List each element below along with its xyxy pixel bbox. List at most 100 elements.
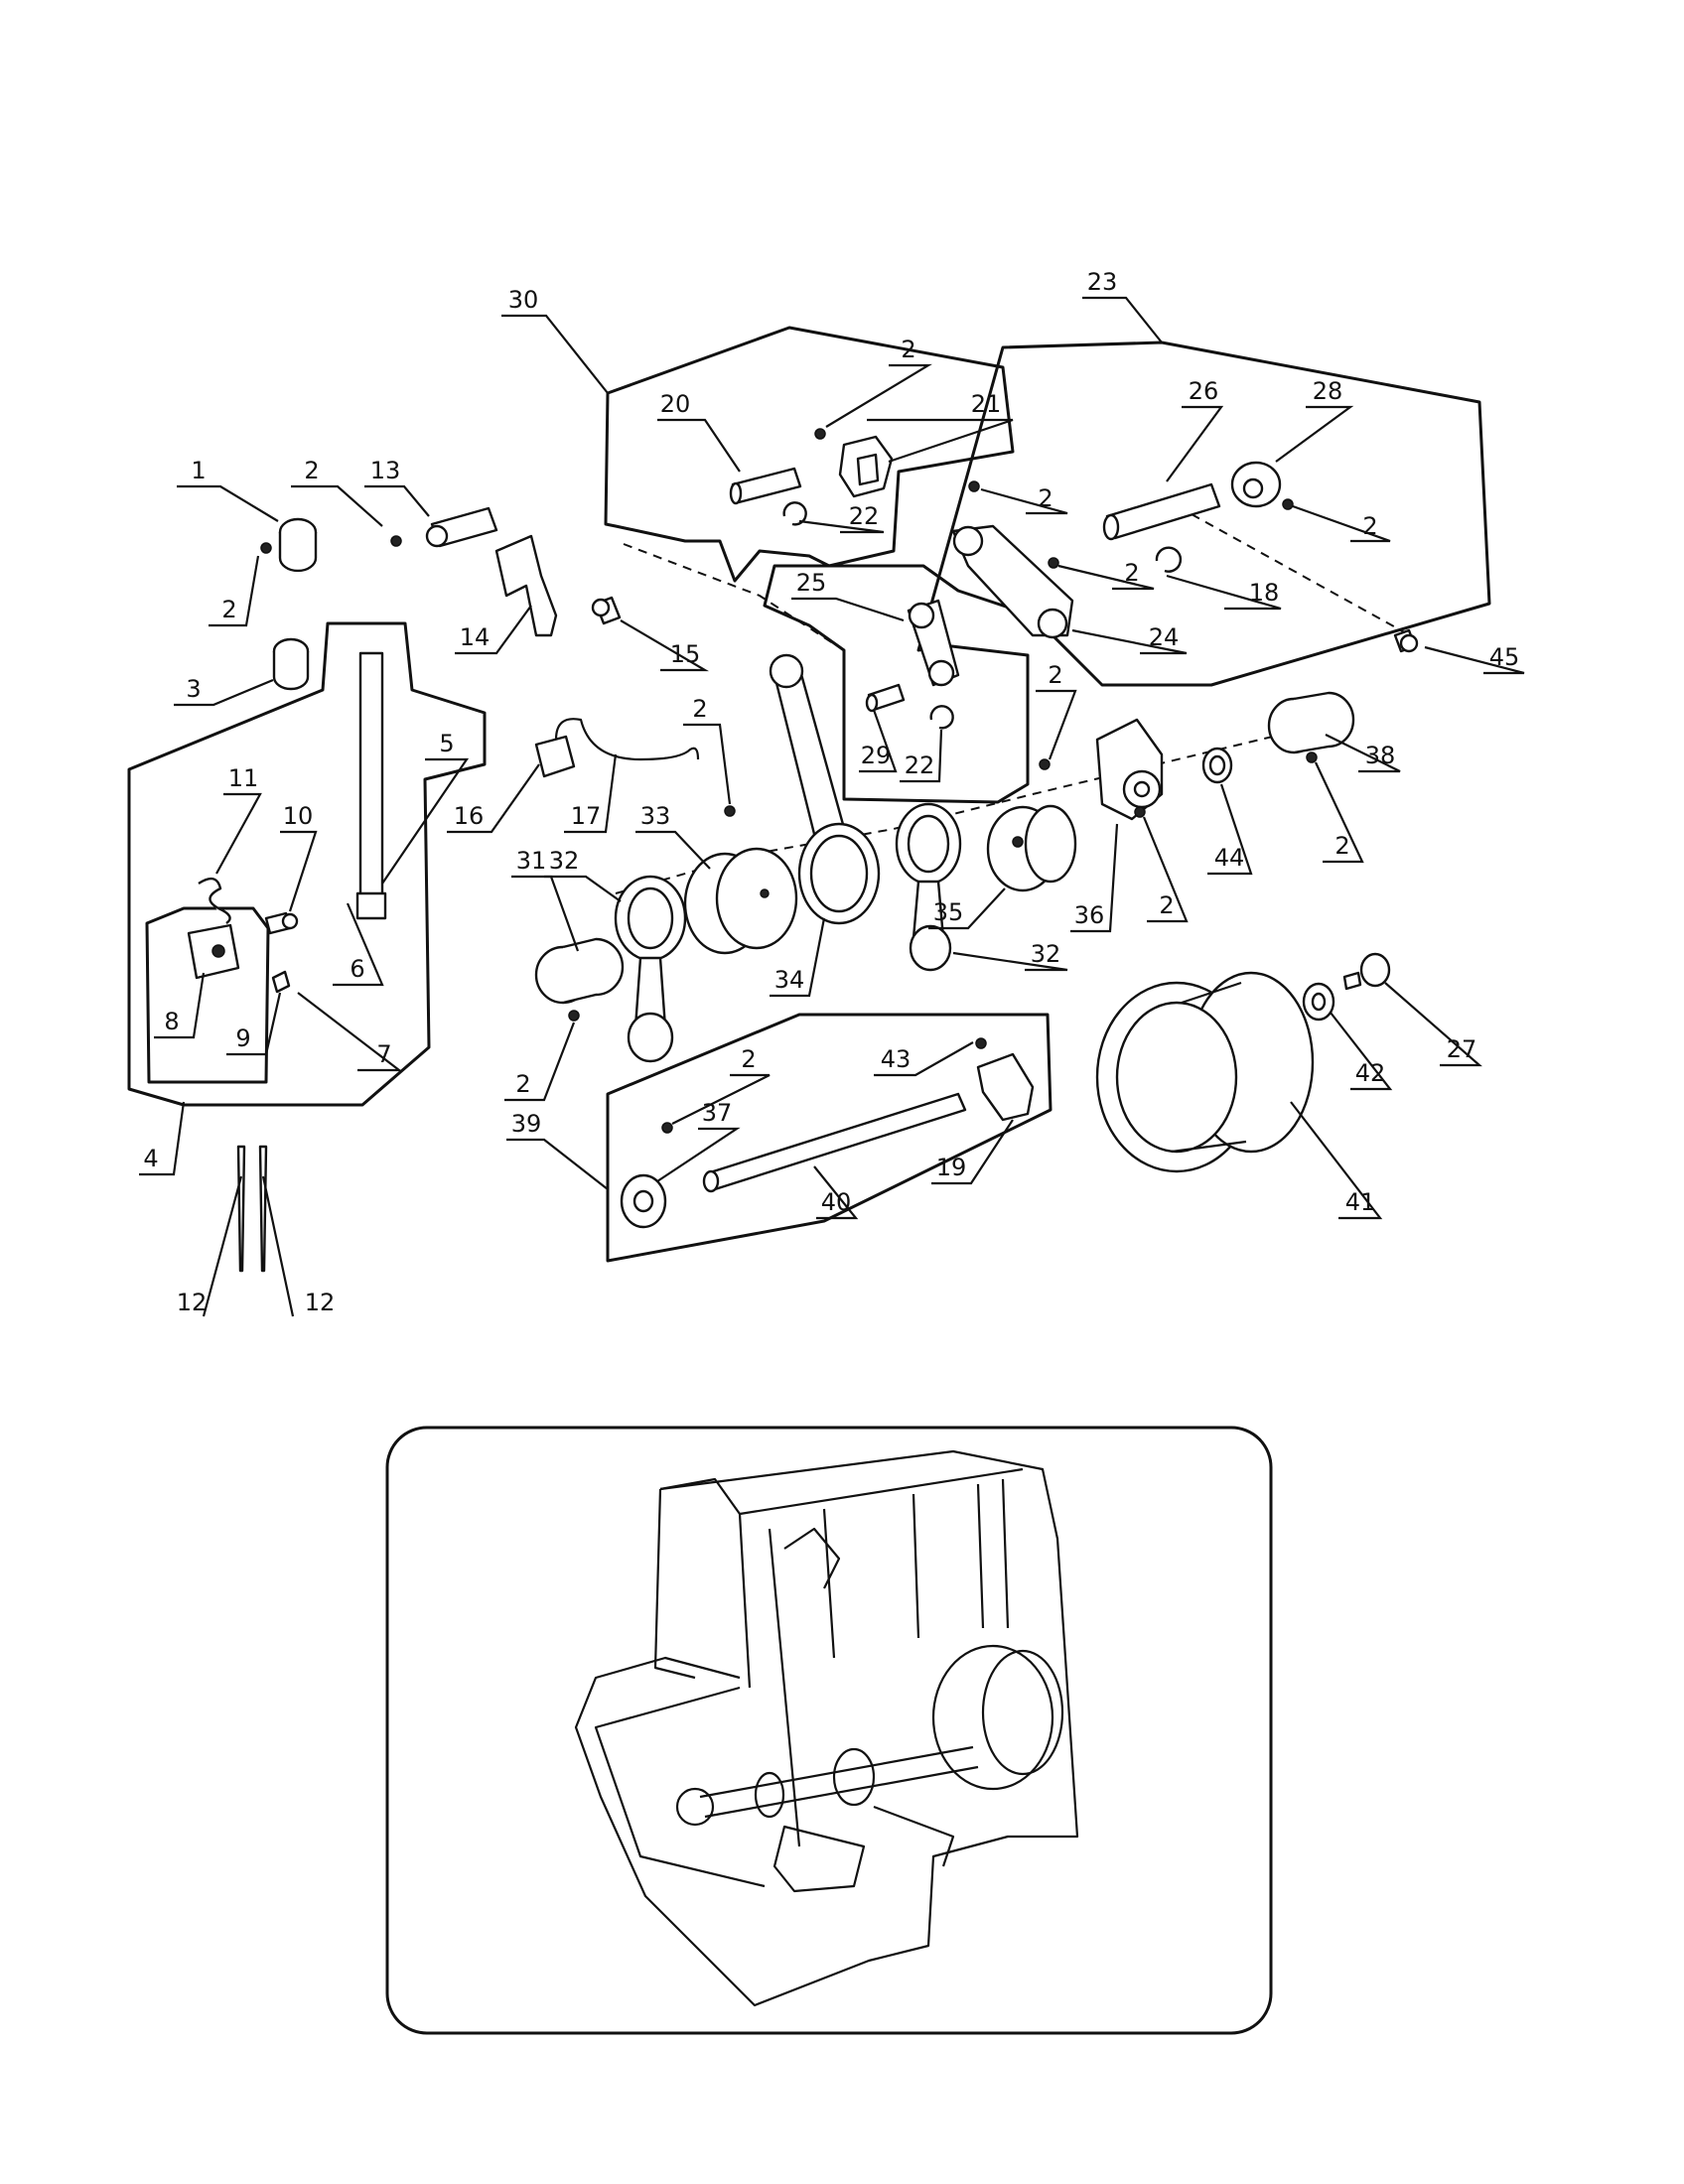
callout-34: 34: [774, 966, 805, 994]
callout-22: 22: [849, 502, 880, 530]
callout-5: 5: [439, 730, 454, 757]
callout-38: 38: [1365, 742, 1396, 769]
callout-4: 4: [143, 1145, 158, 1172]
set-screw-dot: [260, 542, 272, 554]
callout-2: 2: [1124, 559, 1139, 587]
group-39-outline: [606, 1013, 1052, 1263]
callout-27: 27: [1447, 1035, 1477, 1063]
part-32-crank-right: [895, 802, 962, 972]
part-44-washer: [1201, 747, 1233, 784]
set-screw-dot: [1039, 758, 1051, 770]
callout-labels: 1 2 2 3 4 5 6 7 8 9 10 11 12 12 13 14 15…: [143, 268, 1519, 1316]
part-37-collar: [620, 1173, 667, 1229]
leader-lines: [139, 296, 1525, 1317]
part-19-cam-block: [976, 1052, 1035, 1122]
group-30-outline: [604, 326, 1015, 583]
part-22-e-ring-lower: [929, 705, 954, 730]
set-screw-dot: [724, 805, 736, 817]
callout-32: 32: [549, 847, 580, 875]
set-screws: [260, 428, 1318, 1134]
callout-6: 6: [350, 955, 364, 983]
part-31-bushing: [534, 937, 625, 1005]
callout-2: 2: [515, 1070, 530, 1098]
callout-14: 14: [460, 623, 491, 651]
part-14-thread-guide: [494, 534, 558, 637]
callout-35: 35: [933, 898, 964, 926]
callout-13: 13: [370, 457, 401, 484]
part-9-screw: [271, 970, 291, 994]
part-13-stud: [425, 506, 498, 548]
callout-26: 26: [1189, 377, 1219, 405]
callout-23: 23: [1087, 268, 1118, 296]
axis-dash-right: [1191, 513, 1411, 636]
group-23-outline: [763, 341, 1491, 804]
set-screw-dot: [390, 535, 402, 547]
part-41-pulley: [1095, 971, 1315, 1173]
part-1-bushing: [278, 517, 318, 573]
machine-inset: [385, 1426, 1273, 2035]
callout-12: 12: [305, 1289, 336, 1316]
part-3-bushing: [272, 637, 310, 691]
callout-17: 17: [571, 802, 602, 830]
part-36-cam: [1095, 718, 1164, 821]
part-35-cam: [986, 804, 1077, 892]
callout-43: 43: [881, 1045, 912, 1073]
part-26-pin: [1102, 482, 1221, 541]
part-15-screw: [591, 596, 622, 625]
callout-21: 21: [971, 390, 1002, 418]
callout-40: 40: [821, 1188, 852, 1216]
callout-31: 31: [516, 847, 547, 875]
inset-frame: [385, 1426, 1273, 2035]
callout-20: 20: [660, 390, 691, 418]
part-34-connecting-rod: [769, 653, 881, 925]
set-screw-dot: [661, 1122, 673, 1134]
part-18-e-ring: [1155, 546, 1183, 573]
part-21-block: [838, 435, 894, 498]
group-4-outline: [127, 621, 487, 1107]
axis-dash-upper: [623, 543, 837, 646]
part-45-screw: [1393, 628, 1419, 653]
part-27-screw: [1342, 952, 1391, 991]
callout-16: 16: [454, 802, 485, 830]
part-12-needles: [236, 1145, 268, 1273]
part-22-e-ring-upper: [782, 501, 807, 526]
callout-28: 28: [1313, 377, 1343, 405]
callout-10: 10: [283, 802, 314, 830]
part-38-bushing: [1267, 691, 1355, 754]
callout-42: 42: [1355, 1059, 1386, 1087]
set-screw-dot: [975, 1037, 987, 1049]
callout-8: 8: [164, 1008, 179, 1035]
callout-39: 39: [511, 1110, 542, 1138]
callout-7: 7: [376, 1040, 391, 1068]
part-40-shaft: [702, 1092, 967, 1193]
callout-3: 3: [186, 675, 201, 703]
callout-12: 12: [177, 1289, 208, 1316]
part-29-pin: [865, 683, 906, 713]
part-10-screw: [264, 911, 299, 935]
serger-machine-sketch: [574, 1449, 1079, 2007]
callout-36: 36: [1074, 901, 1105, 929]
part-28-collar: [1230, 461, 1282, 508]
callout-11: 11: [228, 764, 259, 792]
callout-45: 45: [1489, 643, 1520, 671]
callout-2: 2: [1159, 891, 1174, 919]
callout-30: 30: [508, 286, 539, 314]
callout-2: 2: [221, 596, 236, 623]
part-42-washer: [1302, 982, 1335, 1022]
callout-29: 29: [861, 742, 892, 769]
part-16-felt: [534, 735, 576, 778]
callout-37: 37: [702, 1099, 733, 1127]
callout-32: 32: [1031, 940, 1061, 968]
set-screw-dot: [568, 1010, 580, 1022]
set-screw-dot: [1134, 806, 1146, 818]
callout-2: 2: [901, 336, 915, 363]
part-25-crank: [907, 599, 960, 687]
part-17-wire: [554, 718, 700, 761]
part-8-needle-clamp: [187, 923, 240, 980]
part-11-spring: [198, 877, 231, 924]
set-screw-dot: [1048, 557, 1059, 569]
part-24-link: [951, 524, 1074, 639]
part-33-eccentric: [683, 847, 798, 955]
callout-33: 33: [640, 802, 671, 830]
